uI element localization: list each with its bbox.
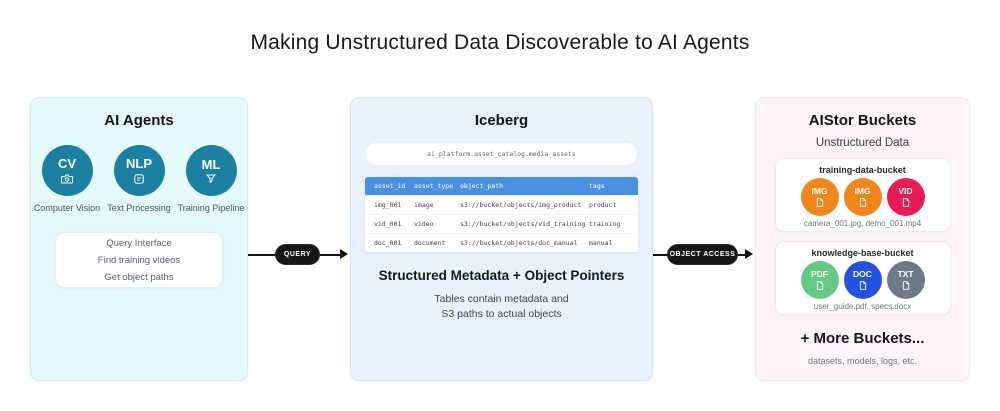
column-header-asset-id: asset_id bbox=[365, 177, 405, 195]
nlp-circle: NLP bbox=[113, 145, 165, 196]
table-row: img_001 image s3://bucket/objects/img_pr… bbox=[365, 194, 638, 214]
bucket-caption: camera_001.jpg, demo_001.mp4 bbox=[803, 219, 922, 228]
file-circle-txt: TXT bbox=[886, 261, 925, 299]
ml-abbr: ML bbox=[201, 156, 221, 172]
cell-asset-type: video bbox=[405, 213, 451, 233]
agent-label: Computer Vision bbox=[33, 203, 101, 213]
file-icon bbox=[859, 280, 867, 290]
cell-object-path: s3://bucket/objects/vid_training bbox=[451, 213, 585, 233]
bucket-name: knowledge-base-bucket bbox=[811, 248, 914, 258]
more-buckets-caption: datasets, models, logs, etc. bbox=[807, 356, 918, 366]
object-access-arrow-label: OBJECT ACCESS bbox=[667, 244, 738, 265]
query-interface-box: Query Interface Find training videos Get… bbox=[55, 232, 223, 288]
buckets-subtitle: Unstructured Data bbox=[815, 137, 910, 149]
bucket-caption: user_guide.pdf, specs.docx bbox=[813, 302, 912, 311]
iceberg-description: Tables contain metadata and S3 paths to … bbox=[351, 292, 652, 322]
catalog-path-pill: ai_platform.asset_catalog.media_assets bbox=[365, 142, 638, 166]
file-type-label: TXT bbox=[897, 269, 914, 280]
table-row: doc_001 document s3://bucket/objects/doc… bbox=[365, 232, 638, 252]
file-circle-pdf: PDF bbox=[800, 261, 839, 299]
file-type-label: VID bbox=[898, 186, 913, 197]
iceberg-description-line: S3 paths to actual objects bbox=[441, 308, 562, 321]
iceberg-panel: Iceberg ai_platform.asset_catalog.media_… bbox=[350, 97, 653, 381]
file-type-label: IMG bbox=[854, 186, 871, 197]
query-box-line: Get object paths bbox=[104, 271, 174, 283]
aistor-buckets-panel: AIStor Buckets Unstructured Data trainin… bbox=[755, 97, 970, 381]
agents-row: CV Computer Vision NLP Text Processing bbox=[31, 145, 247, 213]
file-icon bbox=[902, 197, 910, 207]
bucket-files-row: IMG IMG VID bbox=[800, 178, 925, 216]
arrow-head-icon bbox=[340, 249, 348, 259]
table-header-row: asset_id asset_type object_path tags bbox=[365, 177, 638, 195]
file-circle-img: IMG bbox=[800, 178, 839, 216]
file-icon bbox=[816, 197, 824, 207]
column-header-tags: tags bbox=[580, 177, 638, 195]
cell-object-path: s3://bucket/objects/doc_manual bbox=[451, 232, 580, 252]
column-header-asset-type: asset_type bbox=[405, 177, 453, 195]
column-header-object-path: object_path bbox=[451, 177, 580, 195]
bucket-name: training-data-bucket bbox=[819, 165, 906, 175]
agent-text-processing: NLP Text Processing bbox=[106, 145, 172, 213]
bucket-card-knowledge-base: knowledge-base-bucket PDF DOC TXT bbox=[774, 241, 951, 315]
ai-agents-panel: AI Agents CV Computer Vision NLP bbox=[30, 97, 248, 381]
iceberg-panel-title: Iceberg bbox=[474, 112, 529, 129]
file-type-label: PDF bbox=[811, 269, 828, 280]
funnel-icon bbox=[205, 174, 217, 184]
iceberg-subtitle: Structured Metadata + Object Pointers bbox=[378, 268, 625, 283]
file-circle-img: IMG bbox=[843, 178, 882, 216]
cell-object-path: s3://bucket/objects/img_product bbox=[451, 194, 581, 214]
object-access-arrow: OBJECT ACCESS bbox=[653, 244, 753, 266]
file-circle-vid: VID bbox=[886, 178, 925, 216]
bucket-files-row: PDF DOC TXT bbox=[800, 261, 925, 299]
cell-tags: training bbox=[580, 213, 638, 233]
ai-agents-panel-title: AI Agents bbox=[104, 112, 174, 129]
cv-circle: CV bbox=[41, 145, 93, 196]
cell-asset-type: document bbox=[405, 232, 451, 252]
agent-label: Text Processing bbox=[107, 203, 171, 213]
query-arrow-label: QUERY bbox=[275, 244, 320, 265]
aistor-buckets-title: AIStor Buckets bbox=[808, 112, 917, 129]
page-title: Making Unstructured Data Discoverable to… bbox=[250, 31, 750, 54]
bucket-card-training-data: training-data-bucket IMG IMG VID bbox=[774, 158, 951, 232]
cv-abbr: CV bbox=[57, 156, 77, 172]
nlp-abbr: NLP bbox=[126, 156, 152, 172]
text-icon bbox=[134, 173, 144, 184]
query-arrow: QUERY bbox=[248, 244, 348, 266]
cell-asset-type: image bbox=[405, 194, 451, 214]
agent-computer-vision: CV Computer Vision bbox=[34, 145, 100, 213]
cell-asset-id: vid_001 bbox=[365, 213, 405, 233]
file-icon bbox=[902, 280, 910, 290]
agent-label: Training Pipeline bbox=[177, 203, 245, 213]
cell-tags: product bbox=[580, 194, 638, 214]
ml-circle: ML bbox=[185, 145, 237, 196]
file-circle-doc: DOC bbox=[843, 261, 882, 299]
query-box-line: Query Interface bbox=[106, 237, 172, 249]
metadata-table: asset_id asset_type object_path tags img… bbox=[365, 177, 638, 252]
file-type-label: DOC bbox=[853, 269, 872, 280]
cell-asset-id: doc_001 bbox=[365, 232, 405, 252]
camera-icon bbox=[60, 174, 74, 184]
iceberg-description-line: Tables contain metadata and bbox=[434, 293, 569, 305]
file-type-label: IMG bbox=[811, 186, 828, 197]
query-box-line: Find training videos bbox=[97, 254, 181, 266]
cell-tags: manual bbox=[580, 232, 638, 252]
table-row: vid_001 video s3://bucket/objects/vid_tr… bbox=[365, 213, 638, 233]
arrow-head-icon bbox=[745, 249, 753, 259]
more-buckets-title: + More Buckets... bbox=[800, 330, 925, 347]
file-icon bbox=[816, 280, 824, 290]
file-icon bbox=[859, 197, 867, 207]
cell-asset-id: img_001 bbox=[365, 194, 405, 214]
agent-training-pipeline: ML Training Pipeline bbox=[178, 145, 244, 213]
